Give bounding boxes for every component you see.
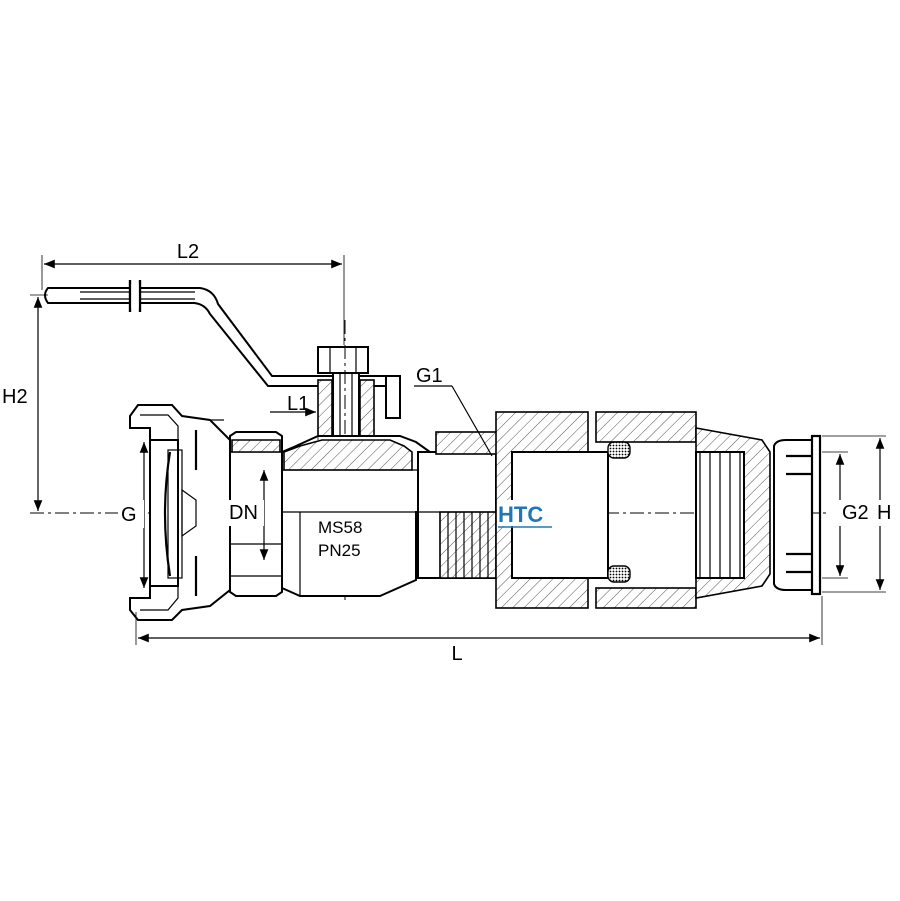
label-dn: DN [229,502,258,524]
leader-g1: G1 [414,365,493,457]
dimension-g2: G2 [822,451,878,579]
marking-material: MS58 [318,518,362,537]
o-ring-bottom [607,565,631,583]
brand-text: HTC [498,502,543,527]
thread-lines [447,512,489,578]
label-g2: G2 [842,502,869,524]
o-ring-top [607,441,631,459]
dimension-h: H [822,435,896,593]
dimension-l1: L1 [270,393,319,440]
union-nut [695,427,771,599]
valve-body [281,435,431,597]
dimension-l: L [135,596,823,665]
claw-coupling [129,404,231,621]
label-g: G [121,504,137,526]
dimension-l2: L2 [41,241,345,345]
dimension-h2: H2 [2,294,48,511]
label-g1: G1 [416,365,443,387]
marking-pressure: PN25 [318,541,361,560]
threaded-adapter [417,431,499,579]
label-l: L [451,643,462,665]
end-cap [773,434,822,596]
brand-logo: HTC [497,500,553,528]
nut-thread-lines [699,452,741,578]
label-l1: L1 [287,393,309,415]
dimension-dn: DN [228,470,269,560]
dimension-g: G [118,442,149,588]
label-h: H [877,502,891,524]
label-l2: L2 [177,241,199,263]
lever-handle [44,280,399,387]
label-h2: H2 [2,386,28,408]
